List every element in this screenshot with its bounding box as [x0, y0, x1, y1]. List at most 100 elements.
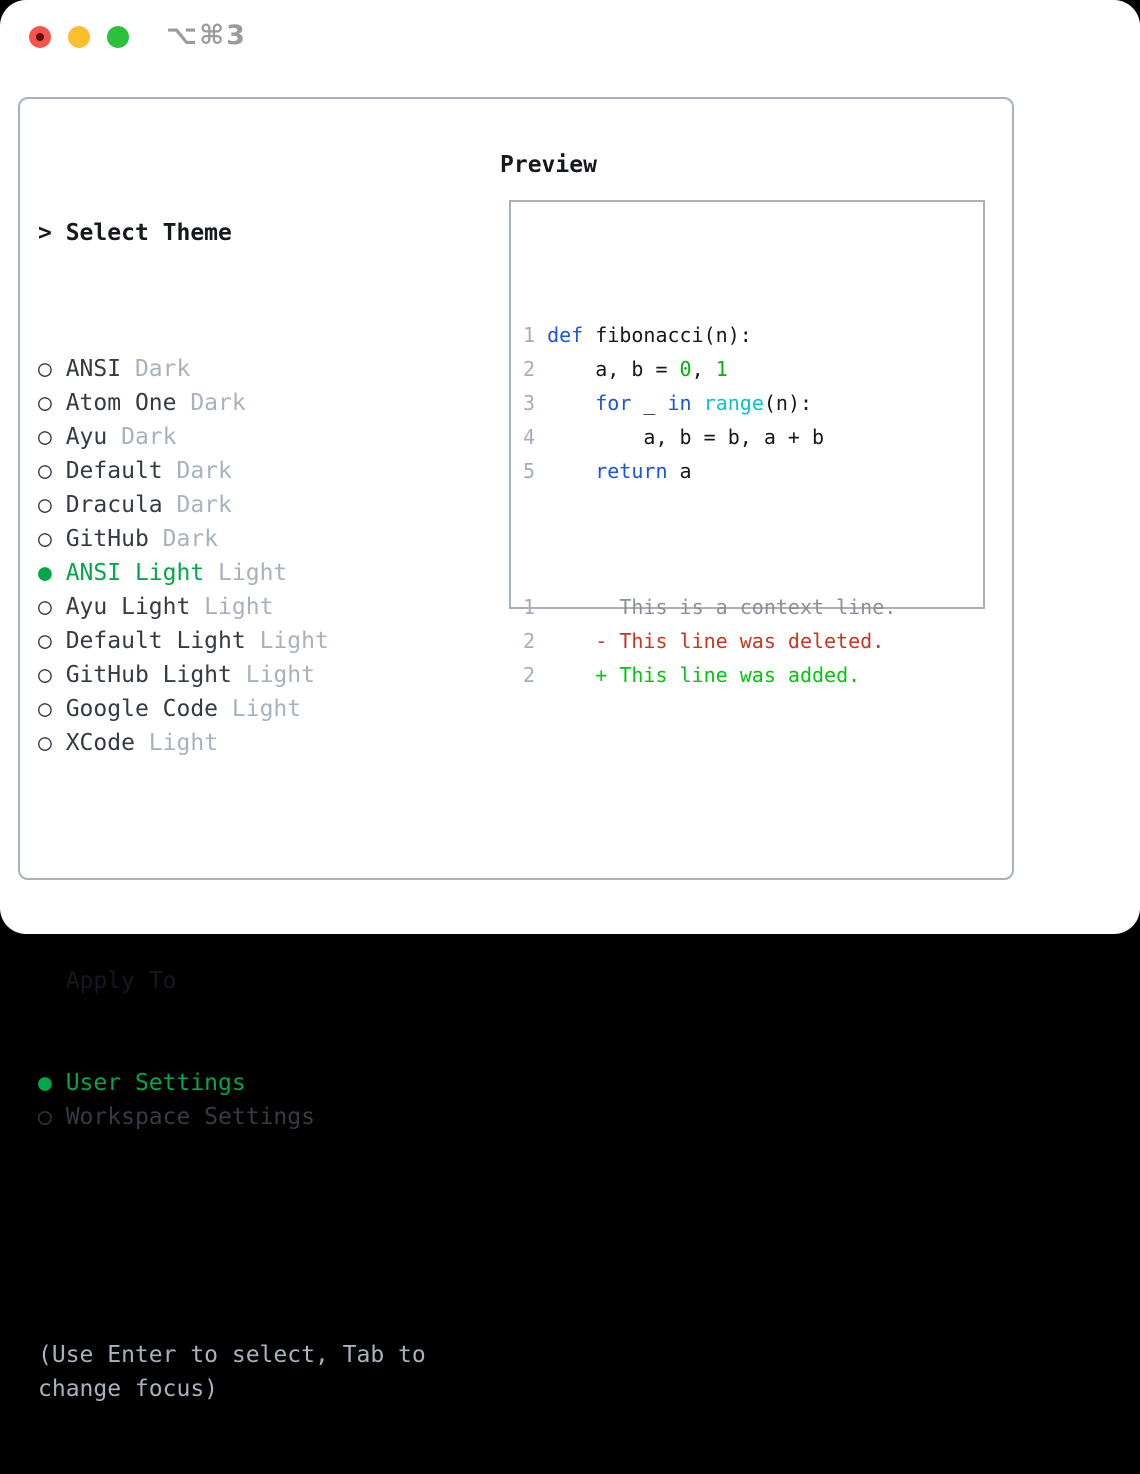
code-text: for _ in range(n):: [547, 391, 812, 415]
line-number: 2: [523, 357, 548, 381]
theme-option[interactable]: ○ Atom One Dark: [38, 386, 426, 420]
theme-name: Google Code: [65, 696, 219, 722]
code-line: 1 def fibonacci(n):: [523, 318, 983, 352]
line-number: 2: [523, 663, 548, 687]
theme-option[interactable]: ○ Google Code Light: [38, 692, 426, 726]
radio-icon: ○: [38, 730, 66, 756]
cursor-marker-icon: >: [38, 220, 66, 246]
apply-option[interactable]: ○ Workspace Settings: [38, 1100, 426, 1134]
code-token: a, b =: [547, 357, 680, 381]
theme-option[interactable]: ○ Dracula Dark: [38, 488, 426, 522]
apply-option[interactable]: ● User Settings: [38, 1066, 426, 1100]
radio-icon: ○: [38, 1104, 66, 1130]
theme-name: Ayu: [65, 424, 108, 450]
line-number: 1: [523, 595, 548, 619]
theme-option[interactable]: ○ XCode Light: [38, 726, 426, 760]
theme-option[interactable]: ○ Ayu Dark: [38, 420, 426, 454]
diff-text: This is a context line.: [547, 595, 897, 619]
diff-text: + This line was added.: [547, 663, 861, 687]
radio-icon: ○: [38, 696, 66, 722]
line-number: 2: [523, 629, 548, 653]
apply-to-header: Apply To: [38, 964, 426, 998]
radio-icon: ○: [38, 458, 66, 484]
theme-option-list: ○ ANSI Dark○ Atom One Dark○ Ayu Dark○ De…: [38, 352, 426, 760]
theme-panel: > Select Theme ○ ANSI Dark○ Atom One Dar…: [38, 148, 426, 1474]
line-number: 1: [523, 323, 548, 347]
code-text: a, b = b, a + b: [547, 425, 824, 449]
code-line: 3 for _ in range(n):: [523, 386, 983, 420]
theme-option[interactable]: ○ Default Light Light: [38, 624, 426, 658]
preview-header: Preview: [500, 152, 597, 178]
diff-preview: 1 This is a context line.2 - This line w…: [523, 590, 983, 692]
code-token: a, b = b, a + b: [547, 425, 825, 449]
close-button[interactable]: [29, 26, 51, 48]
apply-option-label: Workspace Settings: [65, 1104, 315, 1130]
code-token: [692, 391, 704, 415]
code-token: fibonacci(n):: [583, 323, 752, 347]
header-indent: [38, 968, 66, 994]
theme-name: GitHub: [65, 526, 149, 552]
theme-option[interactable]: ○ GitHub Dark: [38, 522, 426, 556]
code-token: [547, 459, 595, 483]
code-line: 2 a, b = 0, 1: [523, 352, 983, 386]
code-token: [547, 391, 595, 415]
theme-name: Default: [65, 458, 163, 484]
radio-icon: ○: [38, 662, 66, 688]
theme-name: XCode: [65, 730, 135, 756]
help-line: change focus): [38, 1376, 219, 1402]
code-token: in: [667, 391, 692, 415]
code-text: return a: [547, 459, 692, 483]
apply-to-title: Apply To: [65, 968, 177, 994]
select-theme-title: Select Theme: [65, 220, 232, 246]
code-line: 4 a, b = b, a + b: [523, 420, 983, 454]
app-window: ⌥⌘3 > Select Theme ○ ANSI Dark○ Atom One…: [0, 0, 1140, 1402]
code-line: 5 return a: [523, 454, 983, 488]
zoom-button[interactable]: [107, 26, 129, 48]
theme-option[interactable]: ○ Ayu Light Light: [38, 590, 426, 624]
code-token: a: [667, 459, 692, 483]
theme-name: Dracula: [65, 492, 163, 518]
theme-variant-tag: Dark: [107, 424, 177, 450]
theme-option[interactable]: ○ Default Dark: [38, 454, 426, 488]
close-dot-icon: [36, 33, 44, 41]
theme-variant-tag: Dark: [176, 390, 246, 416]
diff-line: 2 - This line was deleted.: [523, 624, 983, 658]
theme-name: GitHub Light: [65, 662, 232, 688]
code-token: _: [631, 391, 668, 415]
radio-icon: ○: [38, 628, 66, 654]
theme-name: ANSI: [65, 356, 122, 382]
code-token: 0: [679, 357, 692, 381]
tui-frame: > Select Theme ○ ANSI Dark○ Atom One Dar…: [18, 97, 1014, 1402]
theme-name: ANSI Light: [65, 560, 205, 586]
radio-icon: ○: [38, 594, 66, 620]
theme-variant-tag: Light: [204, 560, 288, 586]
radio-icon: ○: [38, 356, 66, 382]
line-number: 4: [523, 425, 548, 449]
code-token: def: [547, 323, 584, 347]
minimize-button[interactable]: [68, 26, 90, 48]
theme-variant-tag: Light: [134, 730, 219, 756]
theme-variant-tag: Dark: [121, 356, 191, 382]
theme-variant-tag: Light: [231, 662, 315, 688]
code-token: for: [595, 391, 632, 415]
code-token: 1: [715, 357, 728, 381]
theme-option[interactable]: ● ANSI Light Light: [38, 556, 426, 590]
code-token: ,: [691, 357, 716, 381]
diff-line: 1 This is a context line.: [523, 590, 983, 624]
theme-variant-tag: Dark: [162, 492, 232, 518]
theme-variant-tag: Light: [190, 594, 274, 620]
traffic-lights: [29, 26, 129, 48]
theme-option[interactable]: ○ GitHub Light Light: [38, 658, 426, 692]
code-token: (n):: [763, 391, 813, 415]
code-token: range: [703, 391, 764, 415]
theme-name: Atom One: [65, 390, 177, 416]
line-number: 3: [523, 391, 548, 415]
theme-variant-tag: Light: [218, 696, 302, 722]
theme-variant-tag: Dark: [148, 526, 219, 552]
apply-option-label: User Settings: [65, 1070, 246, 1096]
theme-variant-tag: Light: [245, 628, 329, 654]
theme-option[interactable]: ○ ANSI Dark: [38, 352, 426, 386]
code-text: a, b = 0, 1: [547, 357, 728, 381]
